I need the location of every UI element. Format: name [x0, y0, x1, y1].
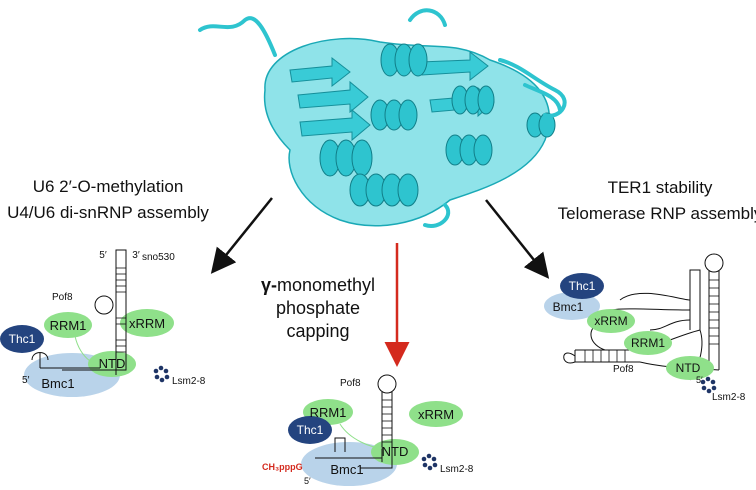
center-lsm-label: Lsm2-8: [440, 464, 474, 475]
left-5prime-top: 5′: [99, 250, 107, 261]
center-5prime-label: 5′: [304, 476, 311, 486]
lsm-ring-right: [700, 376, 717, 394]
left-5prime-bottom: 5′: [22, 375, 30, 386]
center-heading-line2: phosphate: [276, 298, 360, 318]
left-lsm-label: Lsm2-8: [172, 376, 206, 387]
left-bmc1-label: Bmc1: [41, 376, 74, 391]
lsm-ring-left: [153, 365, 170, 383]
right-ntd-blob: [666, 356, 714, 380]
left-sno530-label: sno530: [142, 252, 175, 263]
right-heading-line1: TER1 stability: [608, 178, 713, 197]
right-bmc1-label: Bmc1: [553, 300, 584, 314]
pof8-protein-structure: [198, 8, 567, 228]
lsm-ring-center: [421, 453, 438, 471]
right-5prime-label: 5′: [696, 375, 703, 385]
center-heading-monomethyl: monomethyl: [277, 275, 375, 295]
rrm1-blob: [44, 312, 92, 338]
left-panel: U6 2′-O-methylation U4/U6 di-snRNP assem…: [0, 177, 209, 397]
left-ntd-label: NTD: [99, 356, 126, 371]
right-xrrm-blob: [587, 309, 635, 333]
center-rrm1-label: RRM1: [310, 405, 347, 420]
arrows: [210, 197, 550, 367]
arrow-to-left-panel: [210, 197, 273, 274]
right-thc1-blob: [560, 273, 604, 299]
center-thc1-label: Thc1: [297, 423, 324, 437]
left-pof8-label: Pof8: [52, 292, 73, 303]
center-bmc1-label: Bmc1: [330, 462, 363, 477]
center-panel: γ-monomethyl phosphate capping: [261, 275, 474, 486]
xrrm-blob: [120, 309, 174, 337]
right-bmc1-blob: [544, 292, 600, 320]
left-3prime-top: 3′: [132, 250, 140, 261]
center-xrrm-blob: [409, 401, 463, 427]
center-pof8-label: Pof8: [340, 378, 361, 389]
right-panel: TER1 stability Telomerase RNP assembly: [544, 178, 756, 403]
green-connector-left: [74, 335, 97, 364]
left-rrm1-label: RRM1: [50, 318, 87, 333]
ter1-rna: [563, 253, 724, 381]
center-ntd-blob: [371, 439, 419, 465]
right-thc1-label: Thc1: [569, 279, 596, 293]
left-heading-line2: U4/U6 di-snRNP assembly: [7, 203, 209, 222]
center-xrrm-label: xRRM: [418, 407, 454, 422]
left-thc1-label: Thc1: [9, 332, 36, 346]
right-heading-line2: Telomerase RNP assembly: [558, 204, 756, 223]
gamma-symbol: γ-: [261, 275, 277, 295]
center-thc1-blob: [288, 416, 332, 444]
center-rna: [315, 374, 397, 469]
thc1-blob: [0, 325, 44, 353]
center-cap-label: CH₃pppG: [262, 462, 303, 472]
green-connector-center: [339, 423, 383, 449]
right-ntd-label: NTD: [676, 361, 701, 375]
right-lsm-label: Lsm2-8: [712, 392, 746, 403]
right-rrm1-label: RRM1: [631, 336, 665, 350]
left-heading-line1: U6 2′-O-methylation: [33, 177, 184, 196]
center-heading-line3: capping: [286, 321, 349, 341]
sno530-rna: [31, 249, 127, 375]
arrow-to-right-panel: [485, 199, 550, 279]
left-xrrm-label: xRRM: [129, 316, 165, 331]
right-xrrm-label: xRRM: [594, 314, 627, 328]
center-ntd-label: NTD: [382, 444, 409, 459]
right-pof8-label: Pof8: [613, 364, 634, 375]
center-heading-line1: γ-monomethyl: [261, 275, 375, 295]
right-rrm1-blob: [624, 331, 672, 355]
